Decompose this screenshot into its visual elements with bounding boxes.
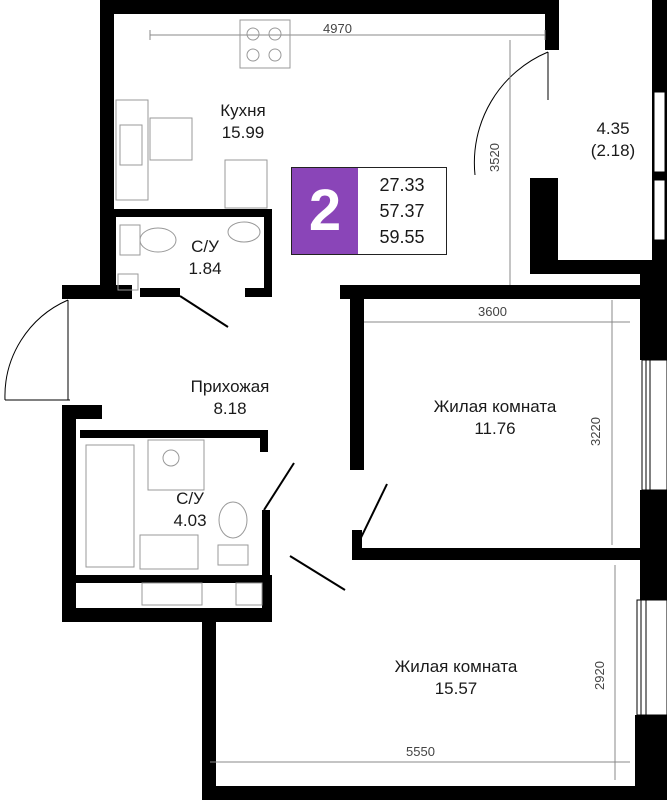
room-wc2: С/У 4.03 <box>158 488 222 532</box>
room-living2: Жилая комната 15.57 <box>376 656 536 700</box>
total-with-balcony: 59.55 <box>379 227 425 247</box>
room-kitchen-area: 15.99 <box>221 123 265 142</box>
dim-living1-width: 3600 <box>478 304 507 319</box>
room-living2-area: 15.57 <box>434 679 478 698</box>
rooms-count: 2 <box>292 168 358 254</box>
room-wc1-name: С/У <box>191 237 219 256</box>
balcony-door <box>473 51 549 176</box>
room-living1-name: Жилая комната <box>433 397 557 416</box>
apartment-badge: 2 27.33 57.37 59.55 <box>291 167 447 255</box>
room-hall: Прихожая 8.18 <box>180 376 280 420</box>
room-balcony-name: 4.35 <box>596 119 630 138</box>
living-area: 27.33 <box>379 175 425 195</box>
dim-kitchen-depth: 3520 <box>486 143 502 172</box>
room-living2-name: Жилая комната <box>394 657 518 676</box>
dimension-lines <box>149 30 630 780</box>
total-area: 57.37 <box>379 201 425 221</box>
dim-living1-depth: 3220 <box>587 417 603 446</box>
room-hall-name: Прихожая <box>190 377 270 396</box>
fixtures <box>85 19 291 606</box>
window-lines <box>640 360 651 715</box>
dim-living2-depth: 2920 <box>591 661 607 690</box>
room-wc1: С/У 1.84 <box>175 236 235 280</box>
room-kitchen-name: Кухня <box>220 101 266 120</box>
walls <box>62 0 667 800</box>
room-wc2-name: С/У <box>176 489 204 508</box>
entrance-door <box>4 299 70 401</box>
room-living1-area: 11.76 <box>474 419 516 438</box>
room-kitchen: Кухня 15.99 <box>198 100 288 144</box>
room-hall-area: 8.18 <box>213 399 247 418</box>
dim-kitchen-width: 4970 <box>323 21 352 36</box>
room-balcony: 4.35 (2.18) <box>578 118 648 162</box>
room-balcony-area: (2.18) <box>590 141 636 160</box>
badge-areas: 27.33 57.37 59.55 <box>358 172 446 250</box>
room-wc1-area: 1.84 <box>188 259 222 278</box>
room-living1: Жилая комната 11.76 <box>420 396 570 440</box>
dim-living2-width: 5550 <box>406 744 435 759</box>
room-wc2-area: 4.03 <box>173 511 207 530</box>
interior-doors <box>179 295 388 591</box>
